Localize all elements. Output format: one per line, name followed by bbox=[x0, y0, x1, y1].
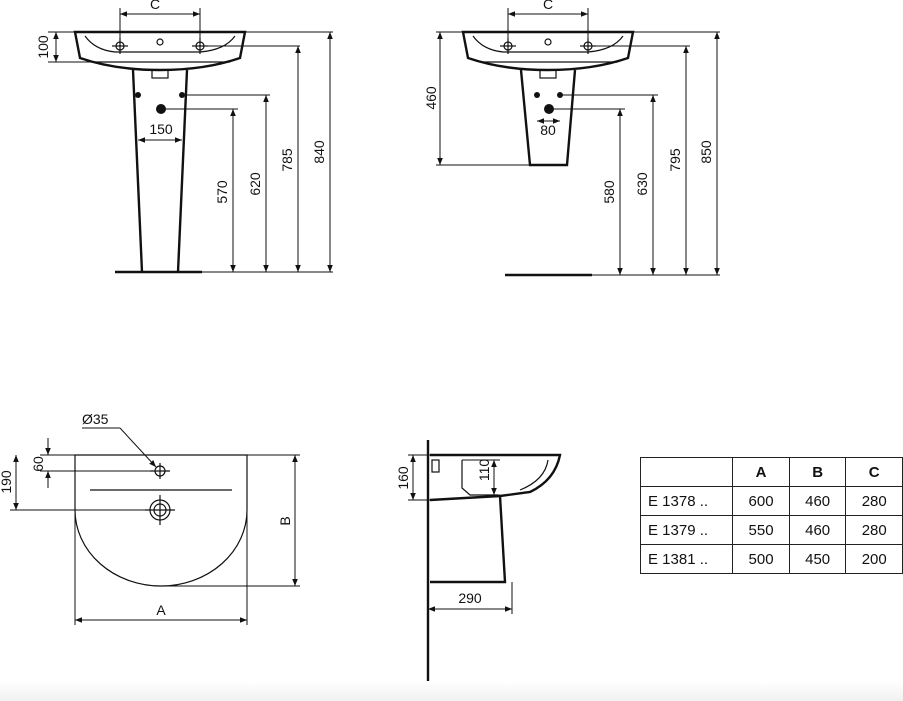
table-header-corner bbox=[639, 457, 734, 487]
dim-rim-top-height: 795 bbox=[667, 148, 683, 172]
basin-bowl-line bbox=[84, 35, 236, 53]
front-view-full-pedestal: C 100 150 570 620 785 840 bbox=[35, 0, 333, 274]
waste-outlet bbox=[539, 69, 557, 79]
table-row: E 1378 .. 600 460 280 bbox=[639, 486, 903, 516]
value-a: 550 bbox=[732, 515, 790, 545]
dim-depth-label: B bbox=[277, 516, 293, 525]
dim-rim-top-height: 785 bbox=[279, 148, 295, 172]
table-row: E 1381 .. 500 450 200 bbox=[639, 544, 903, 574]
value-b: 460 bbox=[788, 515, 847, 545]
basin-outline bbox=[73, 30, 247, 72]
table-header-c: C bbox=[845, 457, 903, 487]
tap-hole-left bbox=[112, 38, 128, 54]
side-section-view: 160 110 290 bbox=[395, 440, 562, 701]
bottom-fade bbox=[0, 681, 903, 701]
overflow-hole bbox=[156, 38, 164, 46]
supply-point-left bbox=[534, 92, 540, 98]
table-header-a: A bbox=[732, 457, 790, 487]
dim-overall-height: 850 bbox=[698, 140, 714, 164]
value-c: 280 bbox=[845, 515, 903, 545]
product-code: E 1381 .. bbox=[639, 544, 734, 574]
value-a: 600 bbox=[732, 486, 790, 516]
overflow-hole bbox=[544, 38, 552, 46]
dim-rim-height: 100 bbox=[35, 35, 51, 59]
dim-waste-offset: 190 bbox=[0, 470, 14, 494]
dim-front-height: 160 bbox=[395, 466, 411, 490]
plan-view: Ø35 60 190 B A bbox=[0, 411, 300, 625]
pedestal-outline bbox=[131, 69, 189, 273]
semi-pedestal-outline bbox=[519, 69, 577, 167]
value-c: 200 bbox=[845, 544, 903, 574]
dim-bowl-depth: 110 bbox=[476, 459, 492, 482]
value-b: 460 bbox=[788, 486, 847, 516]
waste-outlet bbox=[151, 69, 169, 79]
value-a: 500 bbox=[732, 544, 790, 574]
dim-waste-spacing: 150 bbox=[149, 121, 173, 137]
semi-pedestal-profile bbox=[430, 495, 507, 584]
table-header-row: A B C bbox=[639, 457, 903, 487]
dim-waste-height: 630 bbox=[634, 172, 650, 196]
value-b: 450 bbox=[788, 544, 847, 574]
tap-hole-right bbox=[192, 38, 208, 54]
dim-c-label: C bbox=[543, 0, 553, 12]
table-row: E 1379 .. 550 460 280 bbox=[639, 515, 903, 545]
basin-profile bbox=[429, 453, 562, 502]
value-c: 280 bbox=[845, 486, 903, 516]
dim-c-label: C bbox=[150, 0, 160, 12]
tap-hole-left bbox=[500, 38, 516, 54]
supply-point-left bbox=[135, 92, 141, 98]
dim-tap-offset: 60 bbox=[30, 456, 46, 472]
dimension-spec-table: A B C E 1378 .. 600 460 280 E 1379 .. 55… bbox=[639, 457, 903, 574]
dim-supply-height: 570 bbox=[214, 180, 230, 204]
product-code: E 1378 .. bbox=[639, 486, 734, 516]
product-code: E 1379 .. bbox=[639, 515, 734, 545]
basin-outline bbox=[461, 30, 635, 72]
dim-supply-height: 580 bbox=[601, 180, 617, 204]
dim-overall-height: 840 bbox=[311, 140, 327, 164]
table-header-b: B bbox=[788, 457, 847, 487]
front-view-semi-pedestal: C 460 80 580 630 795 850 bbox=[423, 0, 720, 277]
dim-waste-spacing: 80 bbox=[540, 122, 556, 138]
dim-width-label: A bbox=[156, 602, 166, 618]
wall-bracket bbox=[431, 459, 440, 473]
tap-hole bbox=[150, 463, 170, 479]
dim-projection: 290 bbox=[458, 590, 482, 606]
dim-tap-hole-diameter: Ø35 bbox=[82, 411, 109, 427]
dim-waste-height: 620 bbox=[247, 172, 263, 196]
dim-pedestal-height: 460 bbox=[423, 86, 439, 110]
